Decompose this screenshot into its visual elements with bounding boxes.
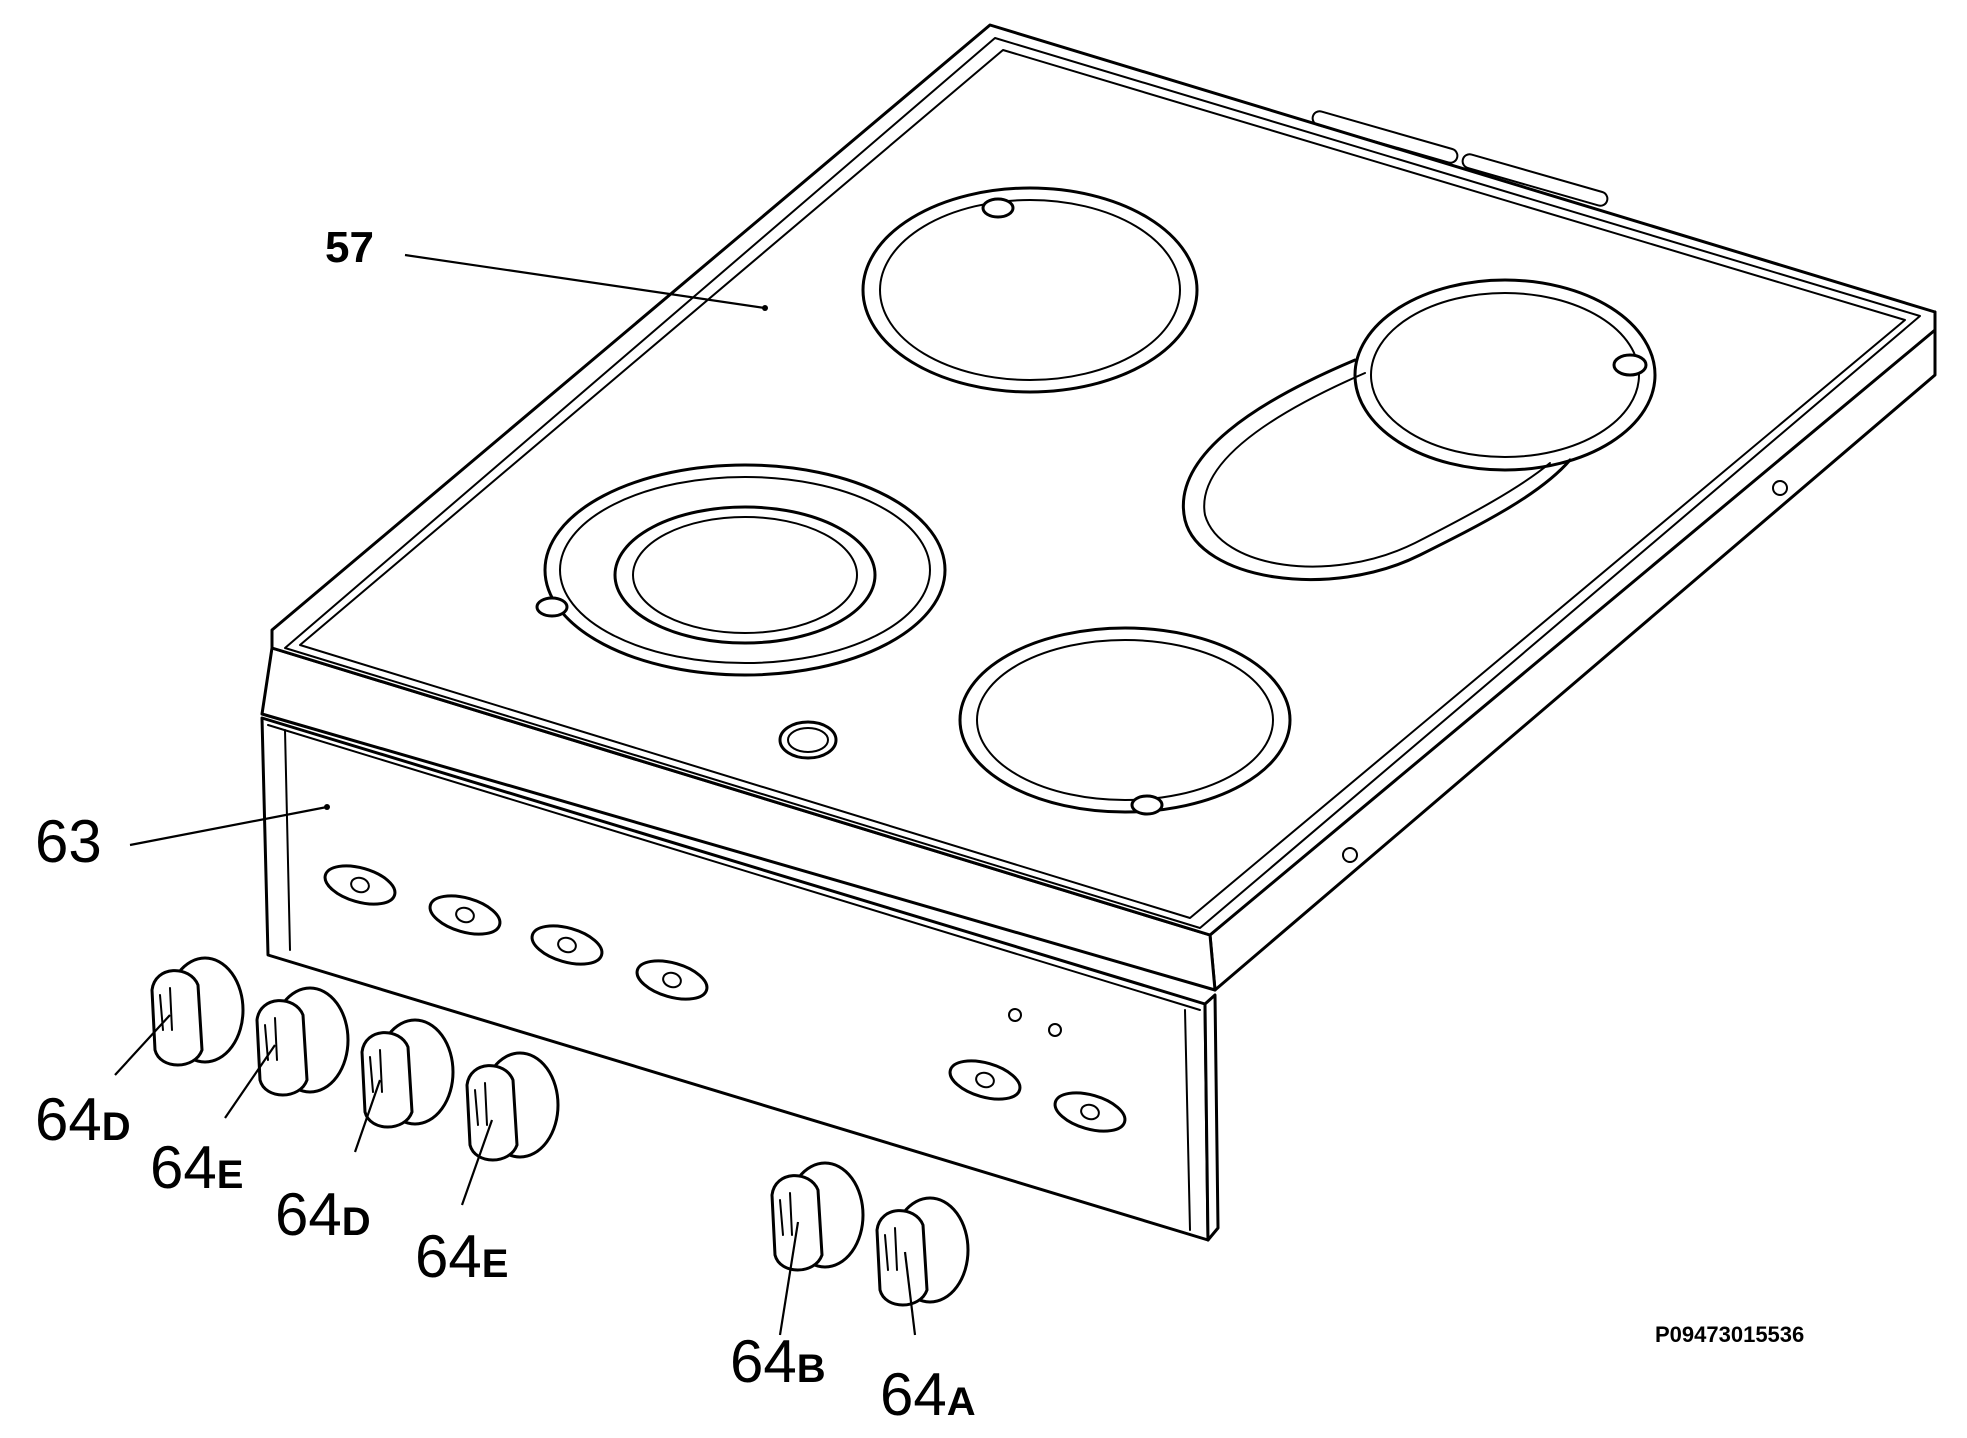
side-screw-hole [1772,480,1788,496]
knob-64a [875,1196,970,1307]
leader-64e-1 [224,1044,276,1119]
reference-code: P09473015536 [1655,1322,1804,1347]
leader-64d-1 [114,1014,171,1076]
leader-57 [404,253,766,310]
knob-64d-1 [150,956,245,1067]
control-knobs [150,956,970,1307]
knob-64e-2 [465,1051,560,1162]
label-64a: 64A [880,1361,976,1428]
leader-64e-2 [460,1119,494,1206]
leader-lines [114,253,917,1336]
indicator-lamp [1048,1023,1062,1037]
label-64d-2: 64D [275,1181,371,1248]
label-57: 57 [325,223,374,272]
knob-sockets [323,864,1127,1133]
leader-64a [903,1251,917,1336]
hob-top-frame [270,23,1937,937]
label-63: 63 [35,808,102,875]
control-panel-right-edge [1203,993,1220,1242]
hotplate-front-right [958,626,1292,816]
hotplate-front-left [535,463,947,677]
hob-body [260,23,1937,1242]
rear-vents [1311,110,1609,207]
label-64d-1: 64D [35,1086,131,1153]
knob-64e-1 [255,986,350,1097]
knob-64b [770,1161,865,1272]
label-64e-1: 64E [150,1134,243,1201]
leader-64b [778,1221,800,1336]
knob-64d-2 [360,1018,455,1129]
side-screw-hole [1342,847,1358,863]
hotplate-rear-left [861,186,1199,394]
glass-border [299,49,1906,919]
hotplate-rear-right-oval [1181,278,1657,581]
label-64e-2: 64E [415,1223,508,1290]
callout-labels: 57 63 64D 64E 64D 64E 64B 64A P094730155… [35,223,1804,1428]
indicator-ring [778,720,838,760]
leader-64d-2 [353,1079,382,1153]
hotplates [535,186,1657,816]
indicator-lamp [1008,1008,1022,1022]
leader-63 [129,805,328,847]
label-64b: 64B [730,1328,826,1395]
